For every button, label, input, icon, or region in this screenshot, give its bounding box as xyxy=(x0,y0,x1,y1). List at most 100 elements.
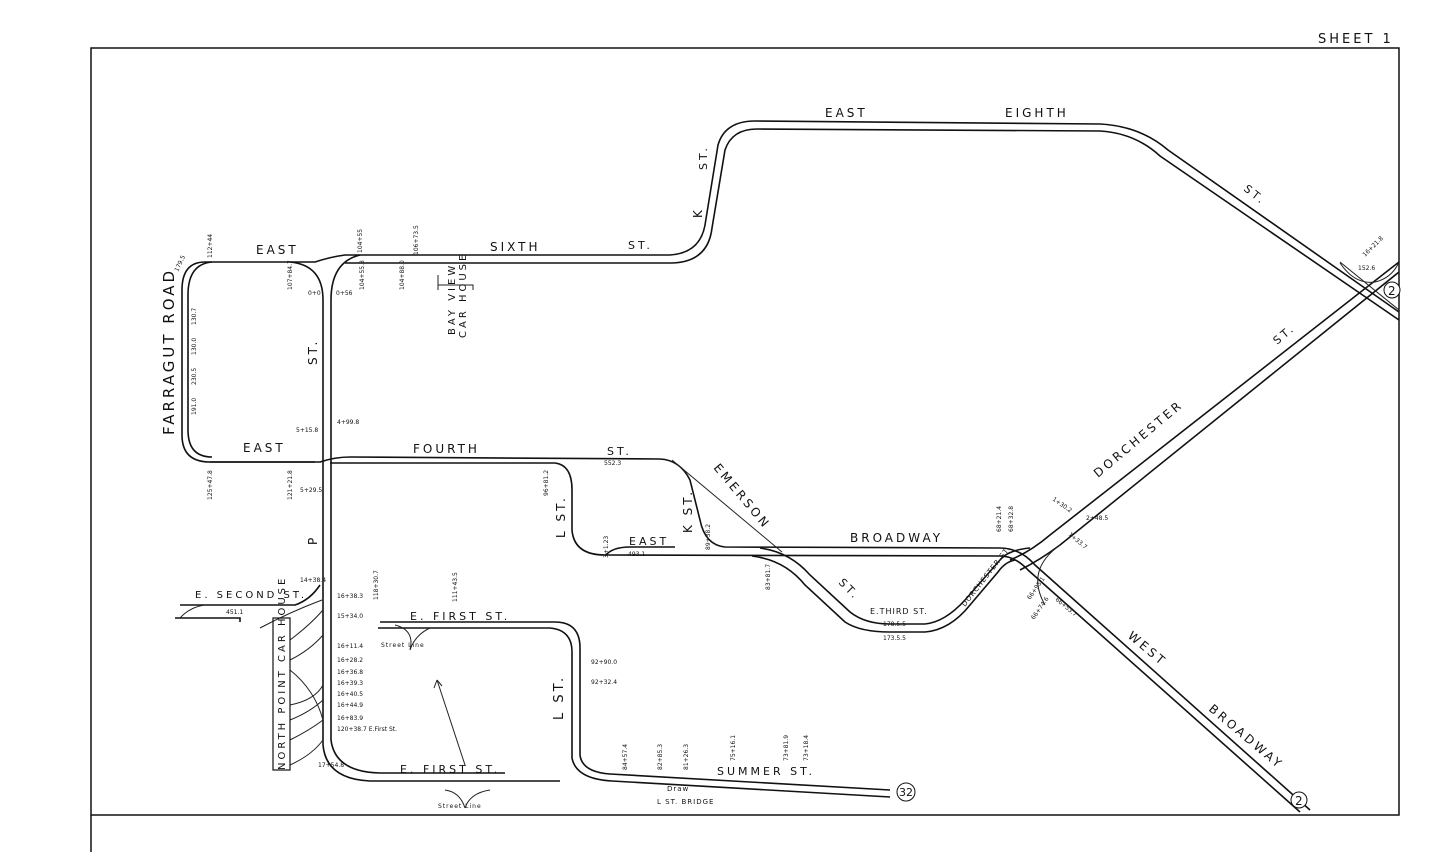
street-label: ST. xyxy=(836,576,863,603)
street-label: ST. xyxy=(697,145,710,170)
station-number: 16+83.9 xyxy=(337,715,363,722)
station-number: 230.5 xyxy=(191,368,198,385)
station-number: 82+85.3 xyxy=(657,744,664,770)
station-number: 89+38.2 xyxy=(705,524,712,550)
street-label: ST. xyxy=(306,339,320,365)
station-number: 16+40.5 xyxy=(337,691,363,698)
station-number: 5+29.5 xyxy=(300,487,322,494)
street-label: E. FIRST ST. xyxy=(400,763,500,776)
station-number: 179.5 xyxy=(173,254,187,273)
track-e-first-upper-1 xyxy=(380,621,891,791)
station-number: 16+39.3 xyxy=(337,680,363,687)
station-number: 17+54.8 xyxy=(318,762,344,769)
track-east-broadway-short xyxy=(604,546,675,557)
station-number: 111+43.5 xyxy=(452,572,459,602)
track-e-second-2 xyxy=(180,584,321,606)
street-label: CAR HOUSE xyxy=(458,252,469,338)
route-marker-2-east: 2 xyxy=(1383,281,1401,299)
station-number: 3+1.23 xyxy=(603,536,610,558)
station-number: 5+15.8 xyxy=(296,427,318,434)
track-e-first-upper-2 xyxy=(378,627,891,798)
street-label: FARRAGUT ROAD xyxy=(160,268,178,435)
street-label: Street Line xyxy=(438,803,482,810)
station-number: 125+47.8 xyxy=(207,470,214,500)
street-label: L ST. xyxy=(554,495,568,538)
track-e-second-1 xyxy=(175,617,241,622)
station-number: 1+30.2 xyxy=(1051,496,1073,515)
track-p-st-west xyxy=(289,261,324,745)
street-label: FOURTH xyxy=(413,442,480,456)
street-label: SIXTH xyxy=(490,240,541,254)
station-number: 84+57.4 xyxy=(622,744,629,770)
route-marker-label: 2 xyxy=(1295,794,1303,808)
station-number: 1+33.7 xyxy=(1067,531,1089,551)
station-number: 96+81.2 xyxy=(543,470,550,496)
sheet-label: SHEET 1 xyxy=(1318,32,1394,47)
station-number: 120+38.7 E.First St. xyxy=(337,726,397,733)
station-number: 73+18.4 xyxy=(803,735,810,761)
station-number: 16+11.4 xyxy=(337,643,363,650)
street-label: K xyxy=(691,207,705,218)
tracks xyxy=(175,120,1400,813)
route-marker-label: 32 xyxy=(899,786,913,799)
station-number: 83+81.7 xyxy=(765,564,772,590)
track-dorchester-2 xyxy=(1019,271,1400,571)
street-label: Street Line xyxy=(381,642,425,649)
street-label: E. FIRST ST. xyxy=(410,610,510,623)
station-number: 130.7 xyxy=(191,308,198,325)
track-p-st-curve xyxy=(322,744,560,782)
track-west-broadway-2 xyxy=(999,555,1301,813)
street-label: E.THIRD ST. xyxy=(870,607,928,616)
station-number: 451.1 xyxy=(226,609,243,616)
station-number: 14+38.4 xyxy=(300,577,326,584)
route-marker-32: 32 xyxy=(896,782,916,802)
station-number: 68+21.4 xyxy=(996,506,1003,532)
track-farragut-outer xyxy=(181,261,315,463)
street-label: ST. xyxy=(607,445,632,458)
track-p-st-east xyxy=(330,254,505,774)
street-label: EMERSON xyxy=(711,461,774,532)
street-label: BROADWAY xyxy=(1206,702,1286,773)
street-label: L ST. BRIDGE xyxy=(657,798,714,806)
station-number: 73+81.9 xyxy=(783,735,790,761)
street-label: Draw xyxy=(667,785,689,793)
station-number: 4+99.8 xyxy=(337,419,359,426)
track-dorchester-curve xyxy=(1037,544,1061,606)
street-label: EIGHTH xyxy=(1005,106,1069,120)
station-number: 81+26.3 xyxy=(683,744,690,770)
street-label: NORTH POINT CAR HOUSE xyxy=(277,576,288,770)
street-label: BAY VIEW xyxy=(447,263,458,335)
station-number: 493.1 xyxy=(628,551,645,558)
station-number: 66+74.6 xyxy=(1030,596,1051,621)
station-number: 152.6 xyxy=(1358,265,1375,272)
street-label: SUMMER ST. xyxy=(717,765,815,778)
street-label: EAST xyxy=(256,243,299,257)
station-number: 121+21.8 xyxy=(287,470,294,500)
station-number: 16+36.8 xyxy=(337,669,363,676)
station-number: 16+28.2 xyxy=(337,657,363,664)
track-sixth-eighth-north xyxy=(205,120,1400,313)
station-number: 0+0 xyxy=(308,290,321,297)
station-number: 112+44 xyxy=(207,234,214,258)
route-marker-label: 2 xyxy=(1388,284,1396,298)
station-number: 118+30.7 xyxy=(373,570,380,600)
street-label: BROADWAY xyxy=(850,531,943,545)
route-marker-2-south: 2 xyxy=(1290,791,1308,809)
station-number: 552.3 xyxy=(604,460,621,467)
street-label: EAST xyxy=(629,535,669,548)
station-number: 15+34.0 xyxy=(337,613,363,620)
street-label: K ST. xyxy=(681,489,695,533)
street-label: EAST xyxy=(243,441,286,455)
station-numbers: 112+44107+84.7104+55104+55.8106+73.5104+… xyxy=(173,225,1384,770)
north-point-car-house xyxy=(272,617,291,771)
station-number: 106+73.5 xyxy=(413,225,420,255)
track-fourth-south xyxy=(330,462,1001,557)
track-emerson xyxy=(671,459,783,553)
station-number: 68+32.8 xyxy=(1008,506,1015,532)
station-number: 2+48.5 xyxy=(1086,515,1108,522)
track-sixth-eighth-south xyxy=(345,128,1400,321)
station-number: 16+38.3 xyxy=(337,593,363,600)
station-number: 107+84.7 xyxy=(287,260,294,290)
station-number: 92+32.4 xyxy=(591,679,617,686)
